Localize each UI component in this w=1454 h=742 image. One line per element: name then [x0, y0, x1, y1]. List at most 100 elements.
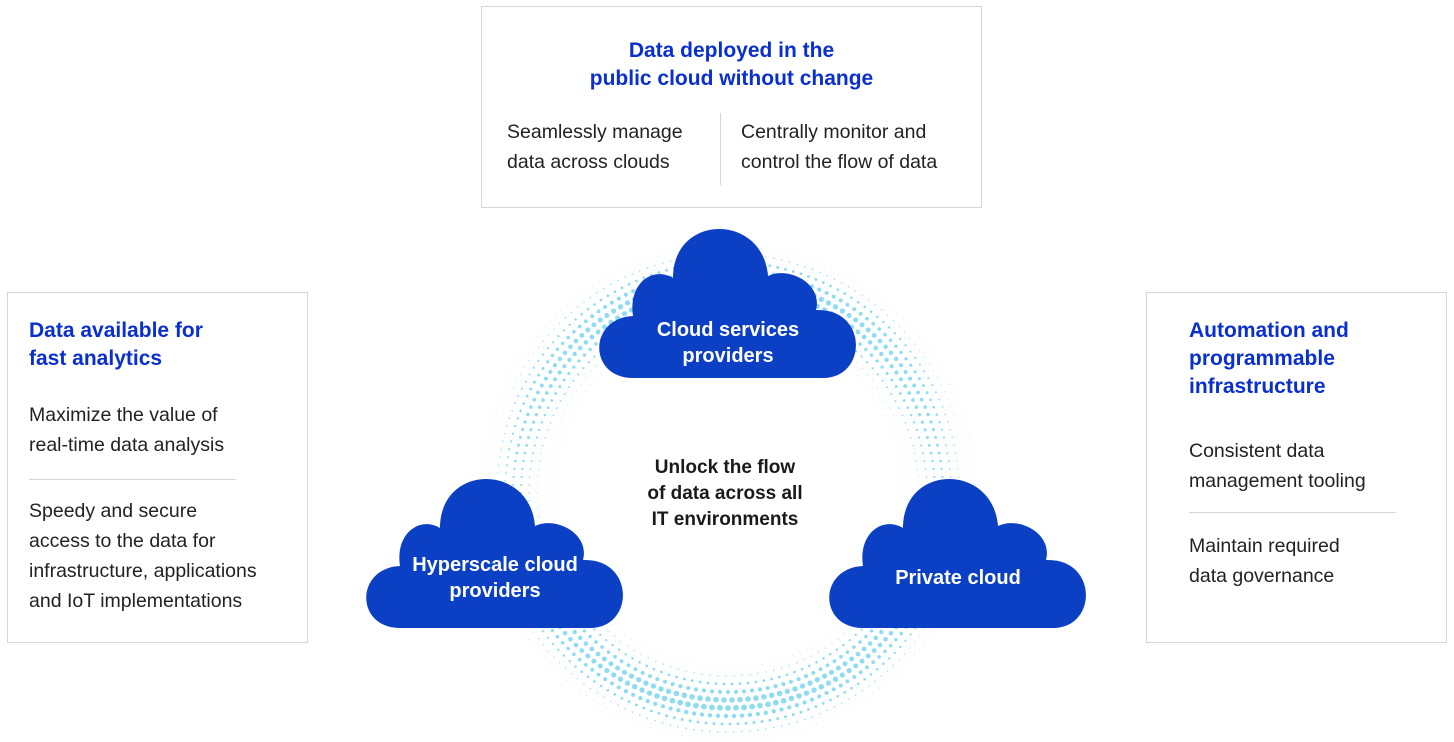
- ring-dot: [613, 273, 615, 275]
- ring-dot: [494, 409, 496, 411]
- ring-dot: [606, 688, 610, 692]
- ring-dot: [580, 383, 582, 385]
- ring-dot: [892, 664, 895, 667]
- ring-dot: [883, 636, 888, 642]
- ring-dot: [872, 394, 874, 396]
- ring-dot: [765, 701, 771, 708]
- ring-dot: [725, 731, 727, 733]
- ring-dot: [753, 695, 759, 701]
- ring-dot: [928, 349, 930, 351]
- ring-dot: [579, 333, 585, 338]
- ring-dot: [601, 324, 607, 330]
- ring-dot: [589, 334, 595, 340]
- ring-dot: [720, 722, 724, 726]
- ring-dot: [530, 460, 533, 463]
- ring-dot: [811, 670, 816, 675]
- ring-dot: [778, 675, 781, 679]
- ring-dot: [818, 667, 823, 672]
- ring-dot: [540, 421, 544, 424]
- ring-dot: [593, 355, 596, 358]
- ring-dot: [729, 667, 731, 669]
- ring-dot: [909, 476, 911, 478]
- ring-dot: [677, 725, 679, 728]
- ring-dot: [792, 655, 793, 656]
- ring-dot: [559, 400, 562, 402]
- ring-dot: [819, 712, 821, 715]
- ring-dot: [846, 312, 852, 318]
- ring-dot: [757, 729, 759, 731]
- ring-dot: [741, 704, 747, 711]
- ring-dot: [557, 425, 559, 427]
- ring-dot: [800, 256, 802, 258]
- ring-dot: [809, 697, 814, 702]
- ring-dot: [613, 290, 617, 293]
- ring-dot: [499, 456, 501, 458]
- ring-dot: [680, 717, 684, 721]
- ring-dot: [866, 361, 869, 364]
- ring-dot: [894, 370, 899, 375]
- ring-dot: [932, 467, 935, 471]
- ring-dot: [506, 402, 508, 404]
- ring-dot: [761, 664, 763, 666]
- ring-dot: [562, 350, 568, 356]
- ring-dot: [861, 368, 863, 370]
- ring-dot: [624, 633, 626, 635]
- ring-dot: [784, 688, 791, 695]
- ring-dot: [837, 638, 840, 640]
- ring-dot: [697, 665, 699, 666]
- ring-dot: [658, 255, 659, 257]
- ring-dot: [897, 672, 898, 673]
- ring-dot: [924, 468, 927, 470]
- ring-dot: [646, 267, 649, 269]
- left-card-divider: [29, 479, 236, 480]
- ring-dot: [590, 314, 594, 319]
- ring-dot: [894, 385, 898, 389]
- ring-dot: [888, 630, 894, 636]
- ring-dot: [912, 421, 916, 424]
- ring-dot: [557, 370, 562, 375]
- ring-dot: [725, 705, 731, 711]
- ring-dot: [840, 282, 843, 284]
- ring-dot: [634, 279, 638, 283]
- ring-dot: [899, 350, 903, 355]
- ring-dot: [793, 730, 794, 732]
- ring-dot: [490, 464, 492, 466]
- ring-dot: [954, 452, 957, 454]
- ring-dot: [642, 260, 644, 262]
- ring-dot: [611, 672, 617, 678]
- ring-dot: [761, 248, 763, 249]
- ring-dot: [796, 693, 802, 699]
- ring-dot: [512, 387, 514, 389]
- ring-dot: [883, 344, 888, 350]
- ring-dot: [852, 279, 854, 281]
- ring-dot: [580, 670, 583, 674]
- ring-dot: [951, 436, 953, 439]
- ring-dot: [831, 687, 836, 692]
- ring-dot: [548, 650, 550, 652]
- ring-dot: [531, 452, 535, 455]
- ring-dot: [494, 440, 496, 442]
- ring-dot: [554, 392, 558, 395]
- ring-dot: [893, 356, 899, 362]
- ring-dot: [617, 676, 624, 682]
- ring-dot: [896, 445, 897, 446]
- ring-dot: [585, 391, 586, 392]
- ring-dot: [893, 414, 895, 416]
- ring-dot: [850, 686, 853, 690]
- ring-dot: [712, 722, 716, 726]
- ring-dot: [918, 363, 921, 366]
- ring-dot: [544, 391, 549, 395]
- ring-dot: [872, 292, 874, 294]
- ring-dot: [911, 398, 915, 402]
- ring-dot: [552, 488, 554, 490]
- ring-dot: [898, 452, 899, 454]
- ring-dot: [593, 303, 596, 306]
- ring-dot: [533, 444, 536, 447]
- ring-dot: [628, 673, 635, 679]
- ring-dot: [817, 287, 822, 292]
- ring-dot: [865, 327, 871, 333]
- ring-dot: [909, 468, 910, 470]
- ring-dot: [500, 417, 502, 419]
- ring-dot: [583, 340, 589, 345]
- ring-dot: [579, 690, 581, 692]
